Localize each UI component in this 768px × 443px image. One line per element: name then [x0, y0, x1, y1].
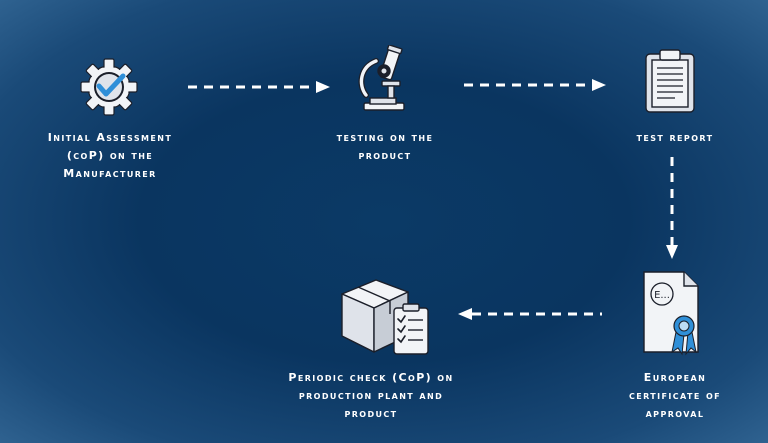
label-line: European [643, 371, 707, 384]
arrow-down-icon [666, 157, 678, 259]
label-line: certificate of [628, 389, 722, 402]
label-line: product [344, 407, 398, 420]
label-line: (coP) on the [66, 149, 154, 162]
label-line: Periodic check (CoP) on [288, 371, 454, 384]
cert-letter: E... [654, 290, 670, 301]
label-line: approval [645, 407, 705, 420]
label-line: test report [636, 131, 714, 144]
box-checklist-icon [341, 279, 429, 355]
step-initial-assessment-label: Initial Assessment (coP) on the Manufact… [20, 129, 200, 183]
label-line: Initial Assessment [47, 131, 173, 144]
arrow-left-icon [458, 308, 602, 320]
label-line: testing on the [336, 131, 434, 144]
arrow-right-icon [188, 81, 330, 93]
arrow-right-icon [464, 79, 606, 91]
step-periodic-check-label: Periodic check (CoP) on production plant… [266, 369, 476, 423]
label-line: product [358, 149, 412, 162]
gear-check-icon [80, 58, 138, 116]
label-line: production plant and [298, 389, 444, 402]
step-certificate-label: European certificate of approval [600, 369, 750, 423]
certificate-icon: E... [643, 271, 699, 356]
microscope-icon [358, 45, 405, 111]
step-test-report-label: test report [600, 129, 750, 147]
label-line: Manufacturer [63, 167, 157, 180]
step-testing-label: testing on the product [300, 129, 470, 165]
clipboard-icon [645, 49, 695, 113]
